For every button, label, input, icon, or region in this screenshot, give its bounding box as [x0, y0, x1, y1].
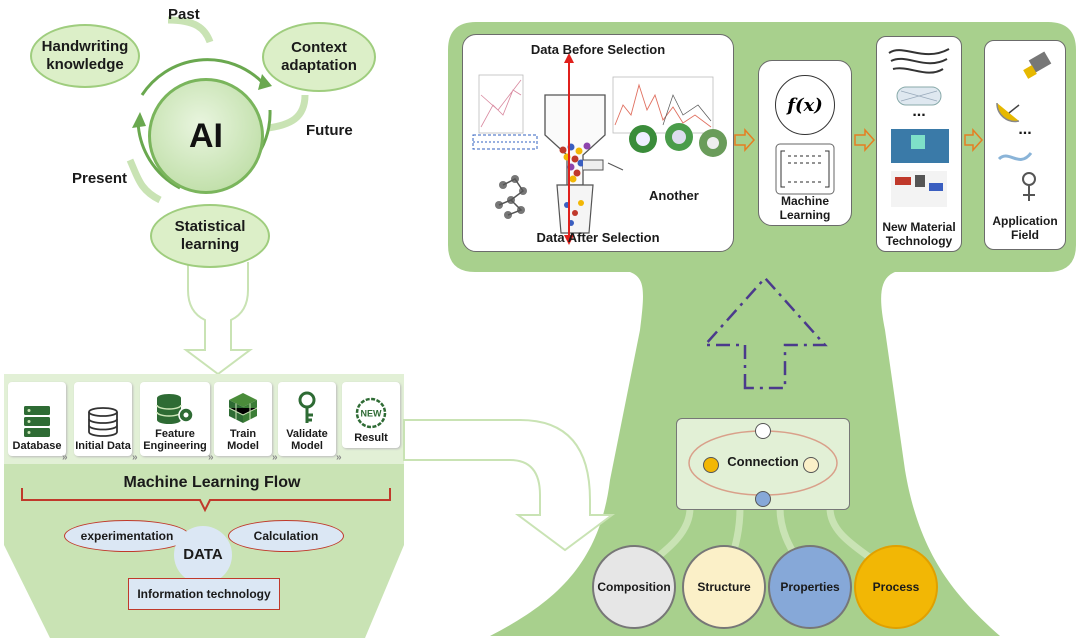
root-label: Properties [780, 580, 840, 594]
step-database: Database [8, 382, 66, 456]
material-ellipsis: ... [912, 103, 926, 120]
step-label: Initial Data [75, 440, 131, 453]
cycle-arrow-present [126, 158, 162, 204]
material-panel: ... New Material Technology [876, 36, 962, 252]
data-stack-icon [88, 407, 118, 438]
arrow-3 [964, 128, 984, 152]
svg-text:NEW: NEW [361, 409, 383, 419]
step-initial-data: Initial Data [74, 382, 132, 456]
dashed-up-arrow [702, 276, 828, 390]
application-illustrations [996, 51, 1052, 201]
cycle-arrow-future [267, 94, 309, 132]
matrix-icon [775, 143, 835, 195]
step-chevrons: » [208, 452, 214, 463]
cycle-arrow-past [167, 16, 214, 44]
step-label: Feature Engineering [143, 427, 207, 453]
info-tech-label: Information technology [137, 587, 271, 601]
root-label: Process [872, 580, 920, 594]
flow-brace [21, 488, 391, 513]
connection-node-left [703, 457, 719, 473]
info-tech-box: Information technology [128, 578, 280, 610]
label-future: Future [306, 122, 353, 139]
step-label: Database [12, 440, 62, 453]
connection-box: Connection [676, 418, 850, 510]
data-circle: DATA [174, 526, 232, 584]
material-illustrations [888, 48, 950, 207]
selection-panel: Data Before Selection Data After Selecti… [462, 34, 734, 252]
application-ellipsis: ... [1018, 121, 1032, 138]
step-label: Result [354, 432, 388, 445]
step-feature-engineering: Feature Engineering [140, 382, 210, 456]
ai-circle: AI [148, 78, 264, 194]
experimentation-ellipse: experimentation [64, 520, 190, 552]
formula-label: f(x) [787, 94, 823, 116]
key-icon [298, 391, 316, 423]
cycle-arc-top [140, 58, 264, 96]
arrow-2 [854, 128, 876, 152]
step-chevrons: » [336, 452, 342, 463]
connection-node-top [755, 423, 771, 439]
ml-flow-title: Machine Learning Flow [123, 474, 301, 491]
arrow-1 [734, 128, 756, 152]
root-properties: Properties [768, 545, 852, 629]
label-before-selection: Data Before Selection [530, 42, 666, 57]
label-present: Present [72, 170, 128, 187]
connection-node-bottom [755, 491, 771, 507]
step-chevrons: » [272, 452, 278, 463]
root-structure: Structure [682, 545, 766, 629]
statistical-ellipse: Statistical learning [150, 204, 270, 268]
label-after-selection: Data After Selection [536, 230, 660, 245]
step-train-model: Train Model [214, 382, 272, 456]
handwriting-ellipse: Handwriting knowledge [30, 24, 140, 88]
context-ellipse: Context adaptation [262, 22, 376, 92]
step-label: Validate Model [286, 427, 328, 453]
ai-label: AI [189, 116, 223, 155]
root-label: Structure [697, 580, 751, 594]
root-composition: Composition [592, 545, 676, 629]
step-chevrons: » [62, 452, 68, 463]
step-chevrons: » [132, 452, 138, 463]
ml-panel-label: Machine Learning [779, 194, 831, 222]
connection-label: Connection [727, 454, 799, 469]
database-server-icon [24, 406, 50, 438]
application-panel: ... Application Field [984, 40, 1066, 250]
selection-illustration [472, 53, 727, 245]
step-result: NEW Result [342, 382, 400, 448]
cube-model-icon [228, 392, 258, 423]
connection-node-right [803, 457, 819, 473]
step-validate-model: Validate Model [278, 382, 336, 456]
application-panel-label: Application Field [992, 214, 1058, 242]
new-badge-icon: NEW [355, 398, 387, 429]
ml-panel: f(x) Machine Learning [758, 60, 852, 226]
step-label: Train Model [227, 427, 259, 453]
label-another: Another [649, 188, 699, 203]
function-circle: f(x) [775, 75, 835, 135]
label-past: Past [168, 6, 200, 23]
material-panel-label: New Material Technology [882, 220, 956, 248]
down-arrow [183, 262, 253, 376]
curve-arrow [403, 419, 616, 552]
calculation-ellipse: Calculation [228, 520, 344, 552]
root-process: Process [854, 545, 938, 629]
root-label: Composition [597, 580, 671, 594]
feature-gear-icon [156, 393, 194, 424]
